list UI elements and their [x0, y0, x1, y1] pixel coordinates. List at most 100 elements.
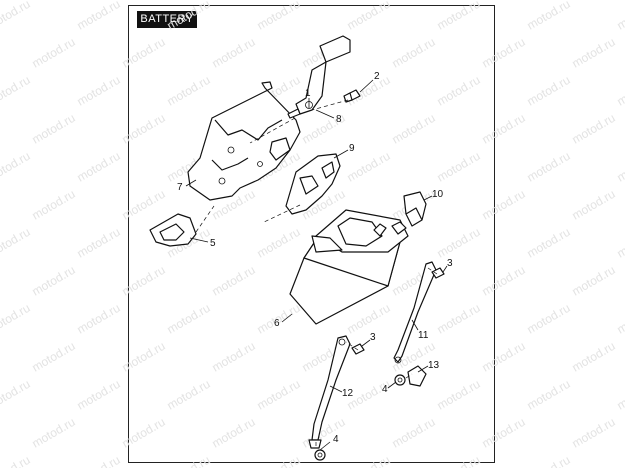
terminal-boot-13 [407, 365, 427, 387]
watermark-text: motod.ru [165, 301, 213, 337]
watermark-text: motod.ru [570, 339, 618, 375]
watermark-text: motod.ru [30, 111, 78, 147]
callout-6: 6 [274, 318, 280, 329]
watermark-text: motod.ru [525, 453, 573, 468]
watermark-text: motod.ru [615, 377, 625, 413]
callout-11: 11 [418, 330, 429, 341]
watermark-text: motod.ru [0, 453, 33, 468]
watermark-text: motod.ru [0, 73, 33, 109]
battery [289, 209, 409, 325]
watermark-text: motod.ru [30, 415, 78, 451]
watermark-text: motod.ru [255, 453, 303, 468]
callout-1: 1 [305, 88, 311, 99]
watermark-text: motod.ru [165, 0, 213, 33]
watermark-text: motod.ru [165, 453, 213, 468]
watermark-text: motod.ru [345, 0, 393, 33]
upper-mount-bracket [295, 35, 351, 115]
nut-4-bottom [314, 449, 326, 461]
watermark-text: motod.ru [615, 149, 625, 185]
watermark-text: motod.ru [525, 225, 573, 261]
watermark-text: motod.ru [120, 415, 168, 451]
watermark-text: motod.ru [480, 263, 528, 299]
callout-13: 13 [428, 360, 440, 371]
watermark-text: motod.ru [165, 73, 213, 109]
watermark-text: motod.ru [210, 415, 258, 451]
watermark-text: motod.ru [525, 149, 573, 185]
callout-labels: 1 2 3 3 4 4 5 6 7 8 9 10 11 12 13 [177, 71, 453, 445]
watermark-text: motod.ru [525, 73, 573, 109]
watermark-text: motod.ru [435, 453, 483, 468]
watermark-text: motod.ru [435, 73, 483, 109]
watermark-text: motod.ru [480, 339, 528, 375]
watermark-text: motod.ru [120, 339, 168, 375]
watermark-text: motod.ru [75, 377, 123, 413]
watermark-text: motod.ru [210, 35, 258, 71]
callout-3-lower: 3 [370, 332, 376, 343]
screw-1 [287, 108, 301, 119]
callout-12: 12 [342, 388, 354, 399]
watermark-text: motod.ru [570, 263, 618, 299]
battery-support-bracket [187, 81, 301, 201]
watermark-text: motod.ru [570, 35, 618, 71]
watermark-text: motod.ru [435, 301, 483, 337]
watermark-text: motod.ru [345, 301, 393, 337]
watermark-text: motod.ru [570, 415, 618, 451]
mount-clip-5 [149, 213, 197, 247]
watermark-text: motod.ru [120, 35, 168, 71]
terminal-cover-10 [403, 191, 427, 227]
watermark-text: motod.ru [525, 301, 573, 337]
watermark-text: motod.ru [570, 187, 618, 223]
watermark-text: motod.ru [435, 0, 483, 33]
fuse-holder-9 [285, 153, 341, 215]
alignment-lines [195, 99, 438, 446]
watermark-text: motod.ru [525, 377, 573, 413]
watermark-text: motod.ru [435, 377, 483, 413]
watermark-text: motod.ru [120, 187, 168, 223]
watermark-text: motod.ru [75, 149, 123, 185]
watermark-text: motod.ru [0, 301, 33, 337]
watermark-text: motod.ru [390, 111, 438, 147]
watermark-text: motod.ru [120, 263, 168, 299]
watermark-text: motod.ru [300, 415, 348, 451]
watermark-text: motod.ru [345, 453, 393, 468]
bolt-3-upper [431, 267, 445, 279]
watermark-text: motod.ru [0, 377, 33, 413]
callout-8: 8 [336, 114, 342, 125]
watermark-text: motod.ru [0, 225, 33, 261]
watermark-text: motod.ru [210, 339, 258, 375]
watermark-text: motod.ru [615, 73, 625, 109]
watermark-text: motod.ru [75, 225, 123, 261]
watermark-text: motod.ru [75, 0, 123, 33]
callout-10: 10 [432, 189, 444, 200]
watermark-text: motod.ru [345, 149, 393, 185]
watermark-text: motod.ru [480, 35, 528, 71]
negative-cable-12 [308, 335, 351, 449]
callout-3: 3 [447, 258, 453, 269]
watermark-text: motod.ru [480, 111, 528, 147]
watermark-text: motod.ru [0, 149, 33, 185]
watermark-text: motod.ru [255, 377, 303, 413]
watermark-text: motod.ru [255, 0, 303, 33]
watermark-text: motod.ru [30, 187, 78, 223]
watermark-text: motod.ru [345, 73, 393, 109]
watermark-text: motod.ru [390, 35, 438, 71]
watermark-text: motod.ru [30, 35, 78, 71]
watermark-text: motod.ru [615, 0, 625, 33]
watermark-text: motod.ru [75, 453, 123, 468]
watermark-text: motod.ru [525, 0, 573, 33]
watermark-text: motod.ru [0, 0, 33, 33]
watermark-text: motod.ru [480, 187, 528, 223]
watermark-text: motod.ru [120, 111, 168, 147]
watermark-text: motod.ru [615, 225, 625, 261]
diagram-title: BATTERY [137, 11, 197, 28]
watermark-text: motod.ru [435, 149, 483, 185]
callout-7: 7 [177, 182, 183, 193]
watermark-text: motod.ru [570, 111, 618, 147]
watermark-text: motod.ru [75, 301, 123, 337]
watermark-text: motod.ru [435, 225, 483, 261]
nut-4-right [394, 374, 406, 386]
callout-4: 4 [382, 384, 388, 395]
callout-2: 2 [374, 71, 380, 82]
bolt-3-lower [351, 343, 365, 355]
